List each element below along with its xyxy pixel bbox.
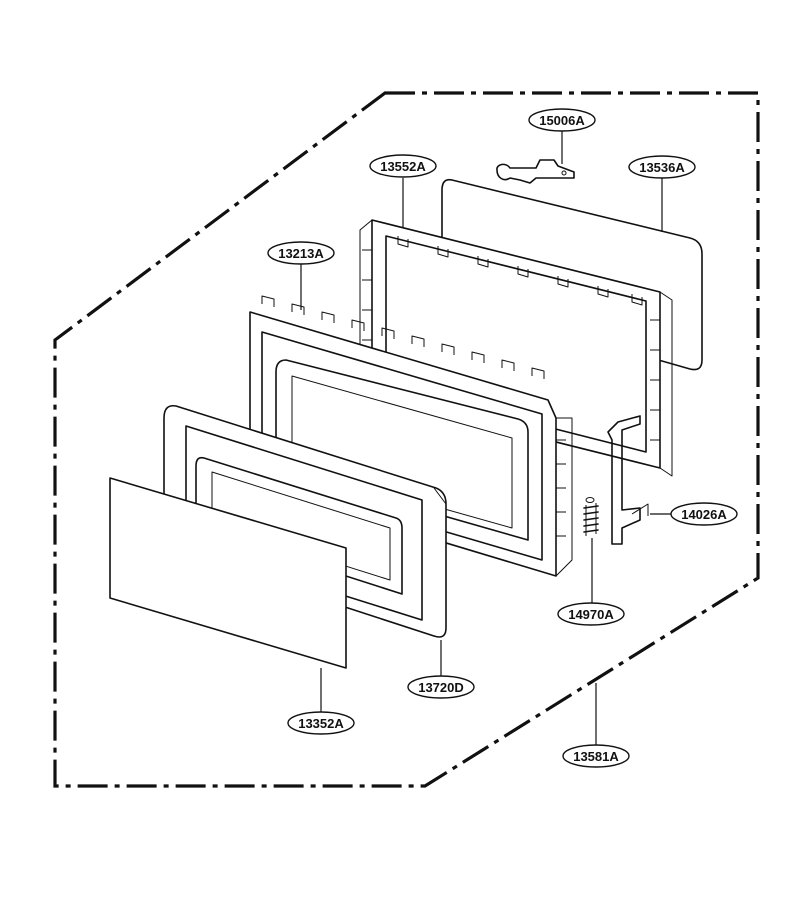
callout-13352A: 13352A xyxy=(287,711,355,735)
callout-label: 14970A xyxy=(568,607,614,622)
panel-13352A xyxy=(109,477,347,669)
callout-label: 14026A xyxy=(681,507,727,522)
latch-14026A xyxy=(607,415,649,545)
leader-lines xyxy=(300,130,676,745)
assembly-boundary xyxy=(53,91,760,788)
callout-label: 13581A xyxy=(573,749,619,764)
callout-label: 13352A xyxy=(298,716,344,731)
callout-label: 15006A xyxy=(539,113,585,128)
callout-label: 13720D xyxy=(418,680,464,695)
callout-label: 13536A xyxy=(639,160,685,175)
callout-13720D: 13720D xyxy=(407,675,475,699)
spring-14970A xyxy=(583,497,599,536)
door-frame-13213A xyxy=(249,295,573,577)
callout-14970A: 14970A xyxy=(557,602,625,626)
callout-label: 13552A xyxy=(380,159,426,174)
callout-13536A: 13536A xyxy=(628,155,696,179)
callout-13581A: 13581A xyxy=(562,744,630,768)
callout-14026A: 14026A xyxy=(670,502,738,526)
callout-13213A: 13213A xyxy=(267,241,335,265)
bracket-15006A xyxy=(496,159,575,184)
callout-label: 13213A xyxy=(278,246,324,261)
callout-13552A: 13552A xyxy=(369,154,437,178)
cover-13720D xyxy=(163,404,447,638)
callout-15006A: 15006A xyxy=(528,108,596,132)
